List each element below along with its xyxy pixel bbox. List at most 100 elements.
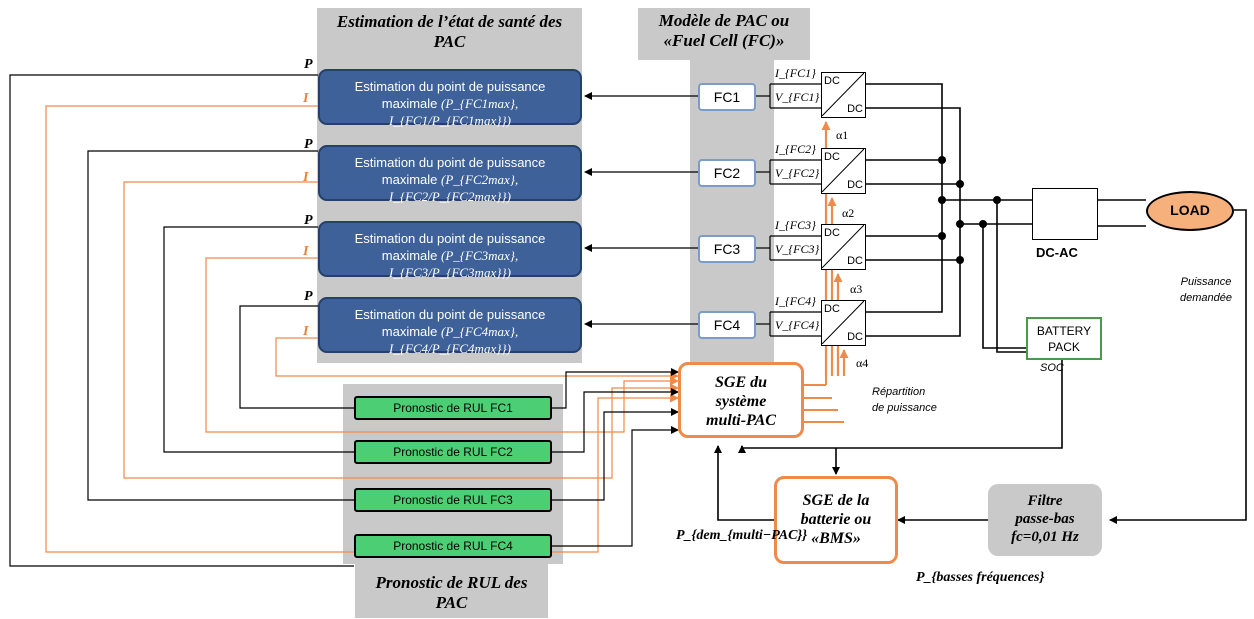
i-label-fc4: I bbox=[303, 324, 309, 339]
converter-diagonal bbox=[822, 73, 864, 116]
current-label-fc2: I_{FC2} bbox=[775, 142, 816, 156]
voltage-label-fc4: V_{FC4} bbox=[775, 318, 820, 332]
filter-line1: Filtre bbox=[1027, 493, 1063, 509]
load-ellipse: LOAD bbox=[1146, 191, 1234, 231]
fc-to-converter-lines bbox=[756, 83, 821, 337]
alpha-3-label: α3 bbox=[850, 282, 863, 296]
alpha-2-label: α2 bbox=[842, 206, 855, 220]
estimation-prefix: maximale bbox=[381, 324, 438, 339]
dc-ac-inverter-label: DC-AC bbox=[1036, 245, 1078, 260]
converter-in-label: DC bbox=[824, 151, 840, 163]
p-label-fc2: P bbox=[304, 137, 313, 152]
converter-out-label: DC bbox=[847, 255, 863, 267]
estimation-line1: Estimation du point de puissance bbox=[354, 79, 546, 94]
i-label-fc2: I bbox=[303, 170, 309, 185]
converter-in-label: DC bbox=[824, 227, 840, 239]
converter-in-label: DC bbox=[824, 75, 840, 87]
estimation-formula: (P_{FC1max}, I_{FC1/P_{FC1max}}) bbox=[389, 96, 519, 128]
estimation-formula: (P_{FC3max}, I_{FC3/P_{FC3max}}) bbox=[389, 248, 519, 280]
estimation-line2: maximale (P_{FC1max}, I_{FC1/P_{FC1max}}… bbox=[320, 95, 580, 129]
current-label-fc1: I_{FC1} bbox=[775, 66, 816, 80]
filter-line3: fc=0,01 Hz bbox=[1011, 529, 1079, 545]
current-label-fc3: I_{FC3} bbox=[775, 218, 816, 232]
load-caption: Puissance demandée bbox=[1180, 274, 1232, 306]
filter-line2: passe-bas bbox=[1015, 511, 1075, 527]
converter-in-label: DC bbox=[824, 303, 840, 315]
power-split-line2: de puissance bbox=[872, 402, 937, 414]
battery-pack-box: BATTERY PACK bbox=[1026, 317, 1102, 360]
soc-label: SOC bbox=[1040, 362, 1064, 374]
battery-line2: PACK bbox=[1048, 340, 1080, 354]
fc-to-estimation-arrows bbox=[584, 92, 698, 328]
sge-battery-line1: SGE de la bbox=[802, 492, 870, 509]
estimation-line2: maximale (P_{FC3max}, I_{FC3/P_{FC3max}}… bbox=[320, 247, 580, 281]
voltage-label-fc2: V_{FC2} bbox=[775, 166, 820, 180]
rul-box-fc3: Pronostic de RUL FC3 bbox=[354, 488, 552, 512]
p-low-frequency-label: P_{basses fréquences} bbox=[916, 570, 1045, 585]
fc4-box: FC4 bbox=[698, 311, 756, 339]
power-split-lines bbox=[804, 376, 844, 423]
p-label-fc3: P bbox=[304, 213, 313, 228]
alpha-4-label: α4 bbox=[856, 356, 869, 370]
p-dem-multi-pac-label: P_{dem_{multi−PAC}} bbox=[676, 528, 808, 543]
load-caption-line1: Puissance bbox=[1180, 276, 1232, 288]
converter-diagonal bbox=[822, 149, 864, 192]
alpha-1-label: α1 bbox=[836, 128, 849, 142]
i-signal-loops bbox=[45, 105, 679, 553]
p-signal-loops bbox=[9, 74, 354, 567]
estimation-line1: Estimation du point de puissance bbox=[354, 231, 546, 246]
estimation-prefix: maximale bbox=[381, 172, 438, 187]
bus-junctions bbox=[938, 156, 1001, 264]
rul-to-sge-arrows bbox=[552, 368, 679, 547]
sge-battery-line3: «BMS» bbox=[811, 530, 861, 547]
power-split-line1: Répartition bbox=[872, 386, 926, 398]
p-label-fc4: P bbox=[304, 289, 313, 304]
rul-title-panel bbox=[355, 562, 548, 618]
current-label-fc4: I_{FC4} bbox=[775, 294, 816, 308]
dcdc-converter-1: DC DC bbox=[821, 72, 866, 118]
fc1-box: FC1 bbox=[698, 83, 756, 111]
p-label-fc1: P bbox=[304, 57, 313, 72]
voltage-label-fc1: V_{FC1} bbox=[775, 90, 820, 104]
i-label-fc1: I bbox=[303, 91, 309, 106]
estimation-formula: (P_{FC4max}, I_{FC4/P_{FC4max}}) bbox=[389, 324, 519, 356]
sge-multi-line1: SGE du bbox=[714, 374, 768, 391]
sge-multi-line2: système bbox=[715, 393, 767, 410]
estimation-box-fc4: Estimation du point de puissance maximal… bbox=[318, 297, 582, 356]
i-label-fc3: I bbox=[303, 244, 309, 259]
estimation-line2: maximale (P_{FC4max}, I_{FC4/P_{FC4max}}… bbox=[320, 323, 580, 357]
low-pass-filter-box: Filtre passe-bas fc=0,01 Hz bbox=[988, 484, 1102, 556]
sge-battery-line2: batterie ou bbox=[800, 511, 872, 528]
estimation-box-fc1: Estimation du point de puissance maximal… bbox=[318, 69, 582, 128]
converter-diagonal bbox=[822, 225, 864, 268]
fc-model-panel bbox=[638, 8, 810, 60]
estimation-box-fc2: Estimation du point de puissance maximal… bbox=[318, 145, 582, 204]
dc-ac-inverter-box bbox=[1032, 188, 1098, 240]
sge-battery-box: SGE de la batterie ou «BMS» bbox=[774, 476, 898, 564]
converter-out-label: DC bbox=[847, 331, 863, 343]
sge-multi-line3: multi-PAC bbox=[706, 412, 776, 429]
battery-line1: BATTERY bbox=[1036, 324, 1092, 338]
estimation-prefix: maximale bbox=[381, 248, 438, 263]
rul-box-fc1: Pronostic de RUL FC1 bbox=[354, 396, 552, 420]
sge-multi-pac-box: SGE du système multi-PAC bbox=[678, 362, 804, 438]
rul-title: Pronostic de RUL des PAC bbox=[375, 573, 528, 612]
dc-bus-wires bbox=[866, 83, 1146, 353]
load-caption-line2: demandée bbox=[1180, 292, 1232, 304]
power-split-label: Répartition de puissance bbox=[872, 384, 937, 416]
estimation-line2: maximale (P_{FC2max}, I_{FC2/P_{FC2max}}… bbox=[320, 171, 580, 205]
rul-box-fc4: Pronostic de RUL FC4 bbox=[354, 534, 552, 558]
estimation-prefix: maximale bbox=[381, 96, 438, 111]
converter-out-label: DC bbox=[847, 103, 863, 115]
fc2-box: FC2 bbox=[698, 159, 756, 187]
load-feedback-wire bbox=[714, 209, 1247, 524]
estimation-line1: Estimation du point de puissance bbox=[354, 155, 546, 170]
estimation-line1: Estimation du point de puissance bbox=[354, 307, 546, 322]
health-estimation-title: Estimation de l’état de santé des PAC bbox=[336, 12, 563, 51]
fc3-box: FC3 bbox=[698, 235, 756, 263]
fc-model-title: Modèle de PAC ou «Fuel Cell (FC)» bbox=[658, 11, 790, 50]
dcdc-converter-3: DC DC bbox=[821, 224, 866, 270]
rul-box-fc2: Pronostic de RUL FC2 bbox=[354, 440, 552, 464]
dcdc-converter-2: DC DC bbox=[821, 148, 866, 194]
dcdc-converter-4: DC DC bbox=[821, 300, 866, 346]
